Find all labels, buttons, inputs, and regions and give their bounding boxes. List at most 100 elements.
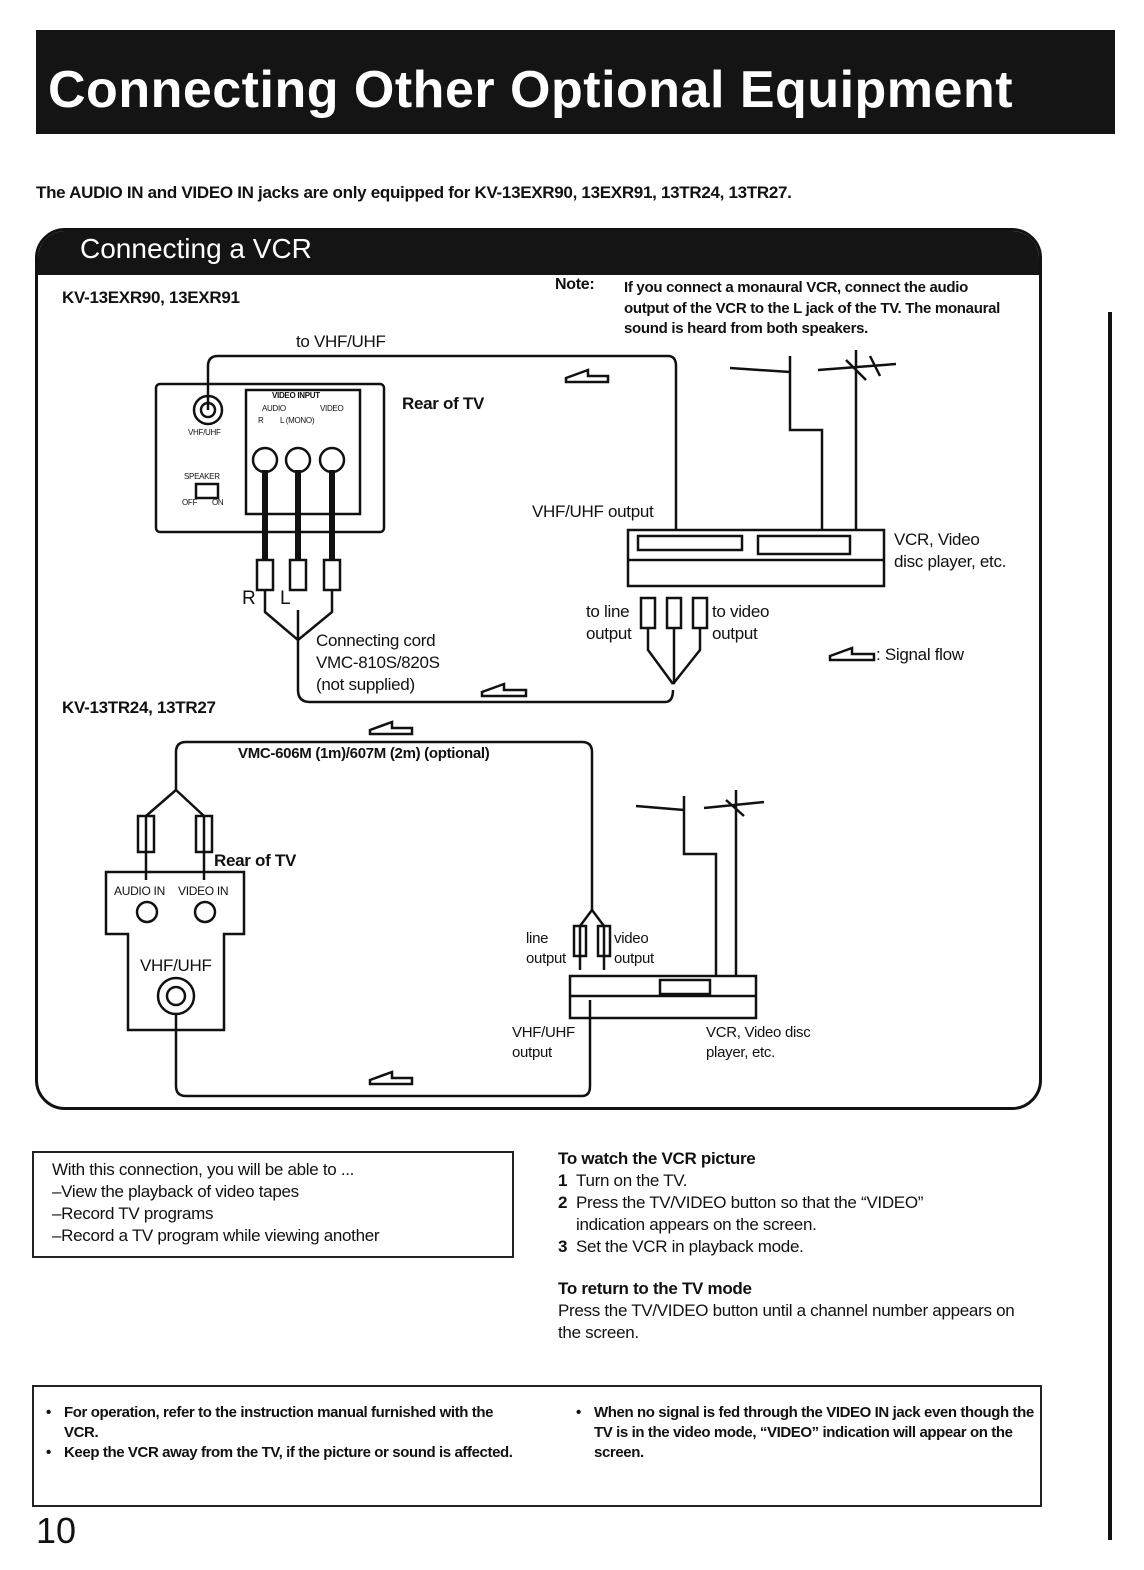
model-label-1: KV-13EXR90, 13EXR91	[62, 288, 240, 307]
plug-l-label: L	[280, 588, 291, 609]
video-jack	[318, 446, 346, 474]
section-header	[38, 231, 1039, 275]
signal-arrow-2	[480, 682, 528, 698]
note-text: For operation, refer to the instruction …	[64, 1404, 494, 1441]
speaker-switch	[194, 482, 220, 500]
step-2: 2 Press the TV/VIDEO button so that the …	[558, 1192, 1058, 1236]
plug-l	[288, 558, 308, 592]
intro-text: The AUDIO IN and VIDEO IN jacks are only…	[36, 183, 792, 202]
plug-video	[322, 558, 342, 592]
r-jack-label: R	[258, 416, 264, 425]
signal-arrow-3	[368, 720, 414, 736]
video-label-2b: output	[614, 950, 654, 967]
step-text: Set the VCR in playback mode.	[576, 1237, 804, 1256]
step-1: 1 Turn on the TV.	[558, 1170, 1058, 1192]
section-title: Connecting a VCR	[80, 233, 312, 264]
page-title: Connecting Other Optional Equipment	[48, 61, 1014, 119]
bullet-icon: •	[46, 1404, 51, 1421]
rear-of-tv-label-1: Rear of TV	[402, 394, 485, 413]
vcr-2-plug-video	[596, 924, 612, 958]
vcr-2-display	[658, 978, 712, 996]
video-label-2a: video	[614, 930, 649, 947]
line-label-a: line	[526, 930, 549, 947]
vcr-plug-1	[639, 596, 657, 630]
vhf-out-label-b: output	[512, 1044, 552, 1061]
vcr-plug-2	[665, 596, 683, 630]
connecting-cord-1	[263, 590, 675, 704]
vcr-section: Connecting a VCR	[35, 228, 1042, 1110]
to-video-label-b: output	[712, 624, 758, 643]
video-label: VIDEO	[320, 404, 344, 413]
step-text: Press the TV/VIDEO button so that the “V…	[576, 1193, 924, 1234]
l-mono-label: L (MONO)	[280, 416, 315, 425]
video-in-label: VIDEO IN	[178, 884, 229, 898]
feature-item: –View the playback of video tapes	[52, 1182, 299, 1201]
features-intro: With this connection, you will be able t…	[52, 1160, 355, 1179]
vhf-jack-label-1: VHF/UHF	[188, 428, 221, 437]
plug-r-label: R	[242, 588, 256, 609]
rear-of-tv-label-2: Rear of TV	[214, 851, 297, 870]
to-vhf-label: to VHF/UHF	[296, 332, 386, 351]
vcr-1	[626, 528, 886, 588]
audio-l-jack	[284, 446, 312, 474]
audio-in-jack	[135, 900, 159, 924]
title-bar	[36, 30, 1115, 134]
plug-r	[255, 558, 275, 592]
note-item: • Keep the VCR away from the TV, if the …	[38, 1443, 518, 1463]
vhf-jack-inner-2	[165, 985, 187, 1007]
note-item: • For operation, refer to the instructio…	[38, 1403, 518, 1443]
vhf-output-label: VHF/UHF output	[532, 502, 654, 521]
speaker-off-label: OFF	[182, 498, 198, 507]
audio-r-jack	[251, 446, 279, 474]
vcr-1-slot	[636, 534, 744, 552]
note-text: When no signal is fed through the VIDEO …	[594, 1404, 1034, 1461]
plug-video-2	[194, 814, 214, 854]
speaker-label: SPEAKER	[184, 472, 220, 481]
note-text: Keep the VCR away from the TV, if the pi…	[64, 1444, 513, 1461]
line-label-b: output	[526, 950, 566, 967]
vhf-out-label-a: VHF/UHF	[512, 1024, 575, 1041]
vhf-cable-1	[206, 354, 678, 530]
step-3: 3 Set the VCR in playback mode.	[558, 1236, 1058, 1258]
feature-item: –Record a TV program while viewing anoth…	[52, 1226, 380, 1245]
cord-label-1: Connecting cord	[316, 631, 436, 650]
audio-label: AUDIO	[262, 404, 286, 413]
tv-rear-panel-1	[154, 382, 386, 534]
return-text: Press the TV/VIDEO button until a channe…	[558, 1301, 1015, 1342]
vcr-1-display	[756, 534, 852, 556]
cord-label-3: (not supplied)	[316, 675, 415, 694]
model-label-2: KV-13TR24, 13TR27	[62, 698, 216, 717]
vhf-jack-1	[192, 394, 224, 426]
antenna-2b	[703, 790, 765, 976]
bullet-icon: •	[576, 1404, 581, 1421]
vhf-cable-2	[174, 1000, 592, 1098]
vhf-label-2: VHF/UHF	[140, 956, 212, 975]
to-line-label-a: to line	[586, 602, 630, 621]
vhf-jack-2	[156, 976, 196, 1016]
bullet-icon: •	[46, 1444, 51, 1461]
signal-arrow-4	[368, 1070, 414, 1086]
video-input-label: VIDEO INPUT	[272, 391, 320, 400]
return-heading: To return to the TV mode	[558, 1279, 752, 1298]
antenna-1a	[729, 356, 824, 530]
vcr-2-cords	[578, 909, 606, 970]
antenna-2a	[635, 796, 718, 976]
plug-audio-2	[136, 814, 156, 854]
page-number: 10	[36, 1510, 77, 1551]
features-box: With this connection, you will be able t…	[32, 1151, 514, 1258]
note-line-1: If you connect a monaural VCR, connect t…	[624, 279, 968, 296]
instructions: To watch the VCR picture 1 Turn on the T…	[558, 1148, 1058, 1344]
vcr-label-2b: player, etc.	[706, 1044, 775, 1061]
cord-label-2: VMC-810S/820S	[316, 653, 440, 672]
vcr-label-1b: disc player, etc.	[894, 552, 1007, 571]
signal-arrow-1	[564, 368, 610, 384]
video-input-block	[244, 388, 362, 516]
to-video-label-a: to video	[712, 602, 770, 621]
vcr-label-1a: VCR, Video	[894, 530, 980, 549]
step-number: 3	[558, 1237, 568, 1256]
notes-left: • For operation, refer to the instructio…	[38, 1403, 518, 1463]
feature-item: –Record TV programs	[52, 1204, 214, 1223]
tv-rear-panel-2	[104, 870, 246, 1032]
notes-box: • For operation, refer to the instructio…	[32, 1385, 1042, 1507]
